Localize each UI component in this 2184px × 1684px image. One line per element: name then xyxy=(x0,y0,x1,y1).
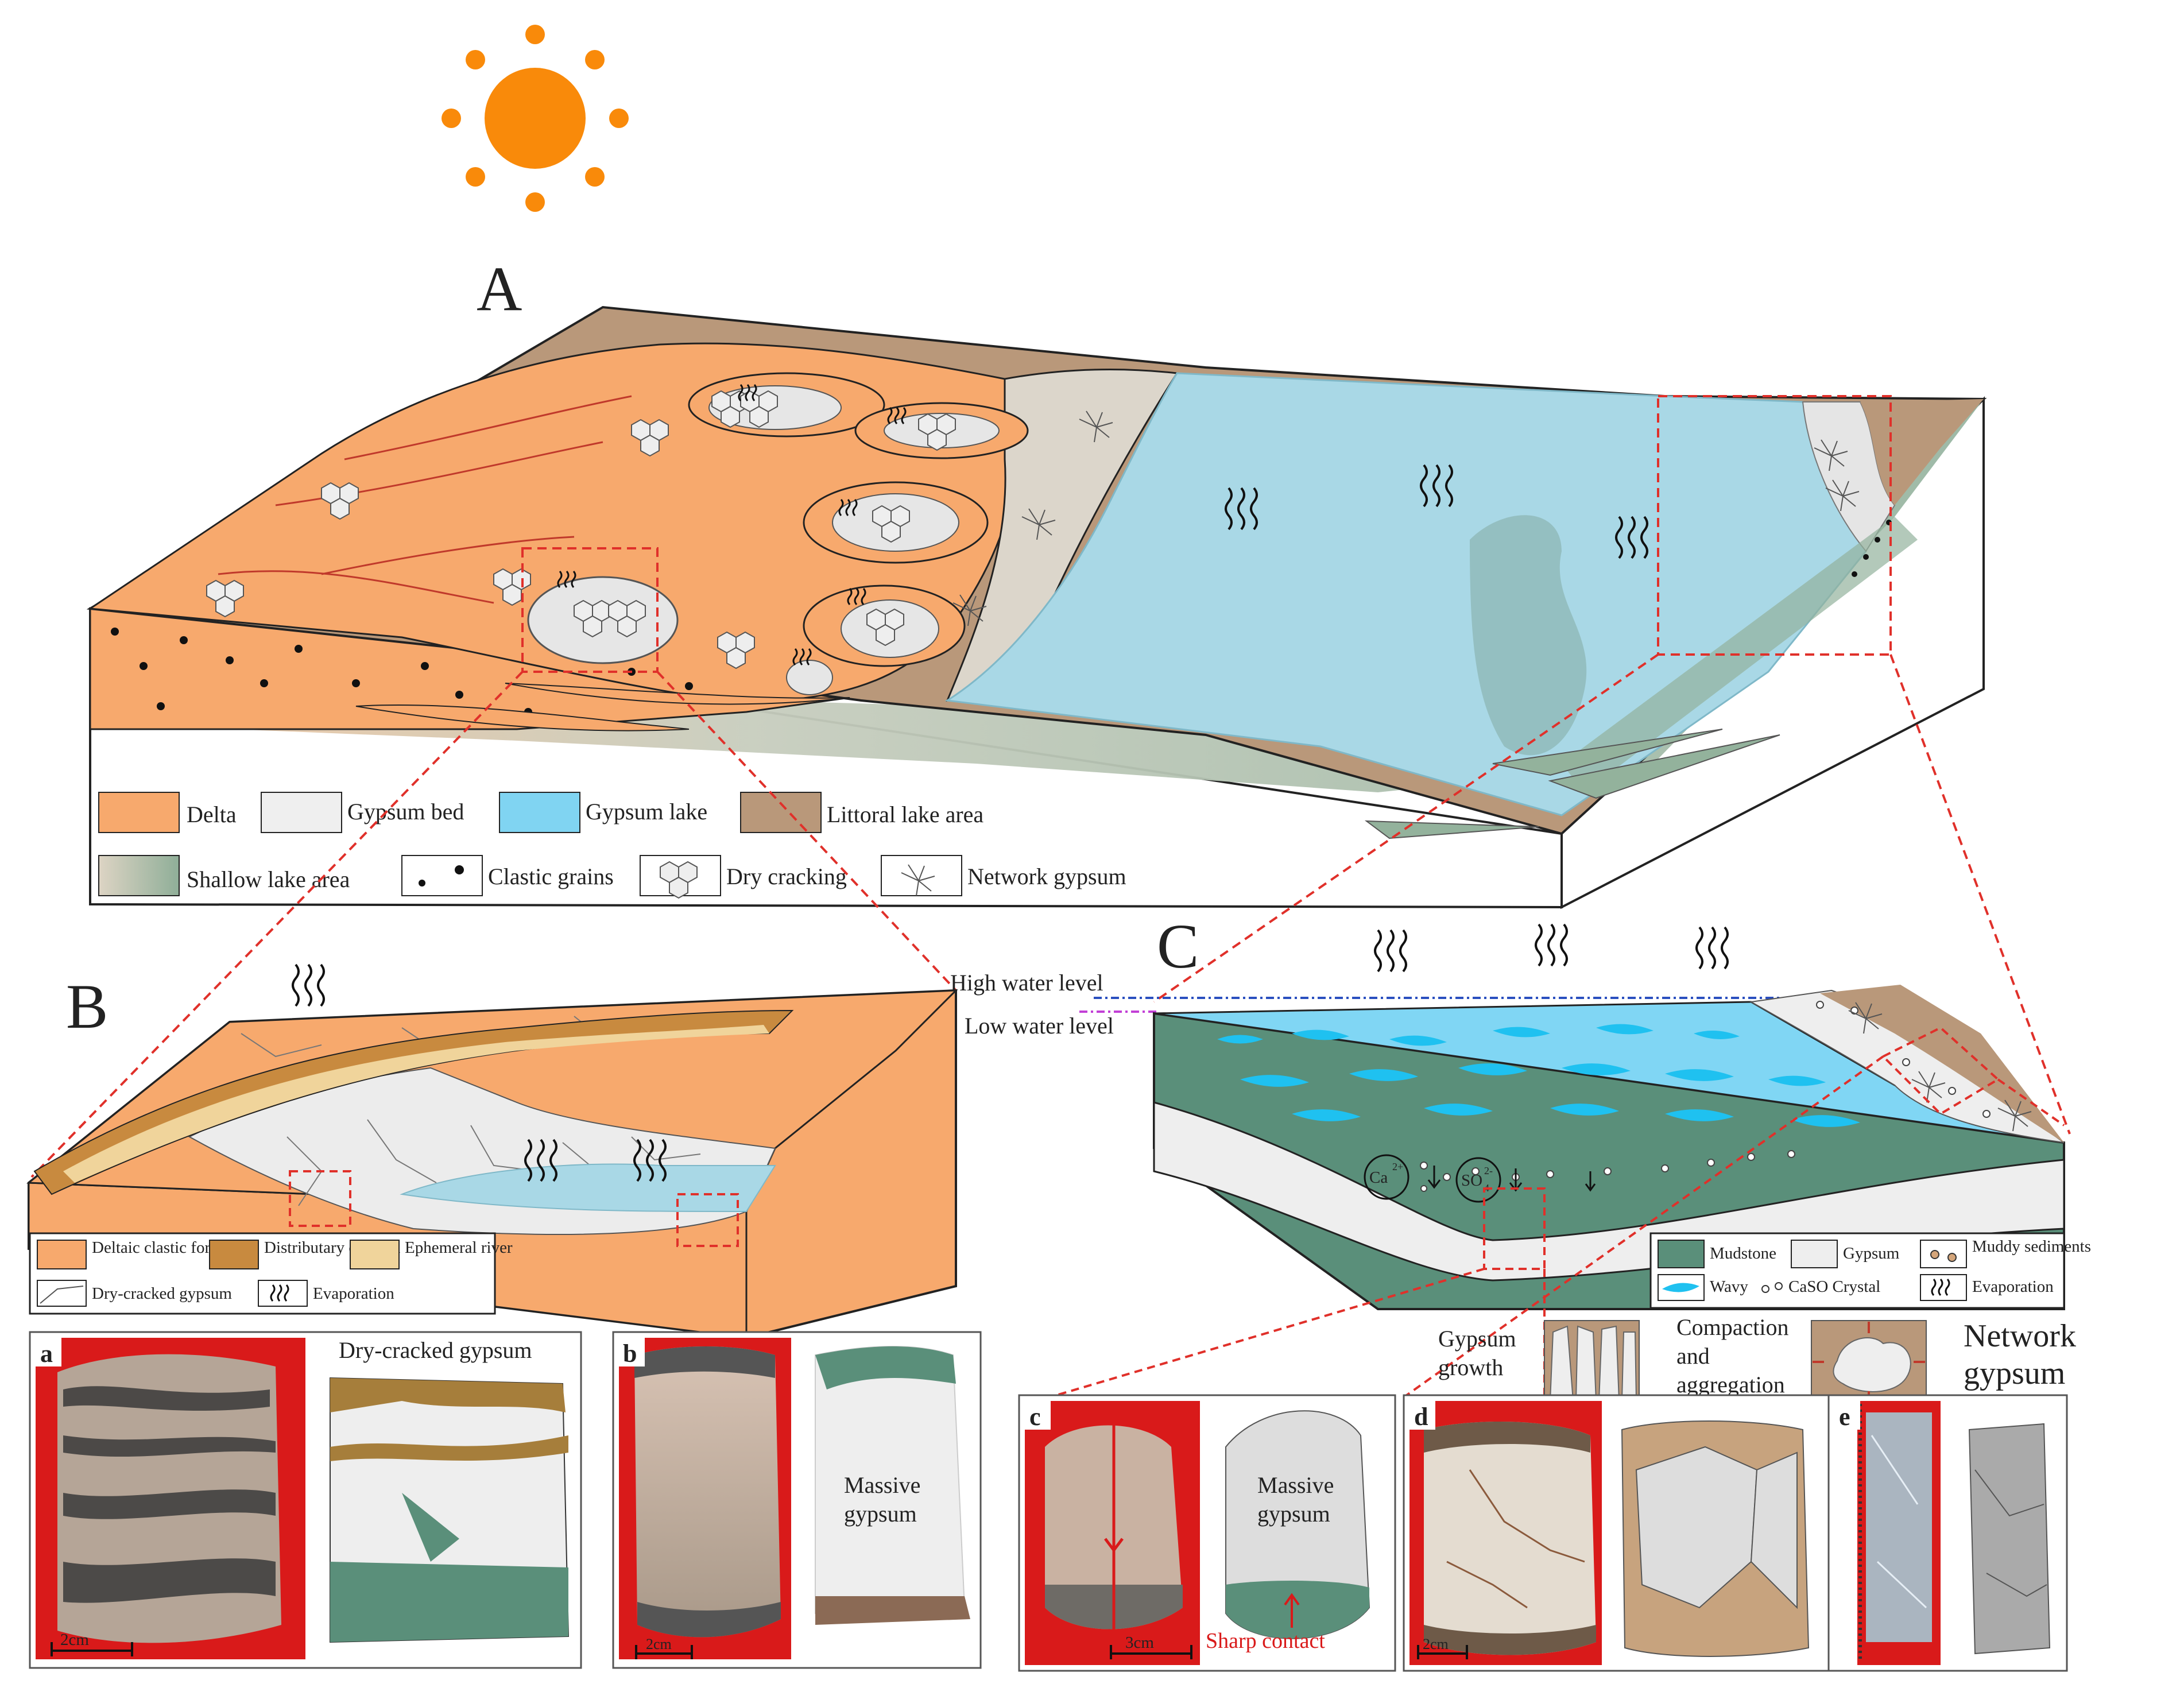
photo-b-letter: b xyxy=(623,1340,637,1368)
photo-c-contact: Sharp contact xyxy=(1206,1629,1325,1653)
process-row: Gypsum growth Compaction and aggregation… xyxy=(1438,1314,2076,1404)
zoom-lines-c xyxy=(1056,1055,2065,1396)
photo-e-letter: e xyxy=(1839,1403,1850,1431)
ion-ca: Ca xyxy=(1369,1168,1388,1187)
legend-b-evaporation: Evaporation xyxy=(313,1284,394,1303)
legend-network: Network gypsum xyxy=(967,864,1126,889)
photo-c-scale: 3cm xyxy=(1125,1633,1154,1652)
legend-shallow: Shallow lake area xyxy=(187,866,350,892)
photo-panel-c: 3cm c Massive gypsum Sharp contact xyxy=(1018,1394,1396,1672)
high-water-label: High water level xyxy=(950,970,1103,996)
legend-a: Delta Gypsum bed Gypsum lake Littoral la… xyxy=(98,792,1126,899)
zoom-lines xyxy=(30,653,2071,1178)
photo-b-scale: 2cm xyxy=(646,1636,672,1652)
process-network-1: Network xyxy=(1964,1318,2076,1354)
photo-b-text-1: Massive xyxy=(844,1472,920,1498)
process-compaction-2: and xyxy=(1676,1343,1710,1369)
legend-b: Deltaic clastic formation Distributary c… xyxy=(29,1232,513,1315)
legend-b-ephemeral: Ephemeral river xyxy=(405,1238,513,1257)
photo-b-text-2: gypsum xyxy=(844,1501,917,1527)
photo-d-letter: d xyxy=(1414,1403,1428,1431)
photo-panel-b: 2cm b Massive gypsum xyxy=(612,1331,982,1669)
photo-d-scale: 2cm xyxy=(1423,1636,1449,1652)
ion-ca-charge: 2+ xyxy=(1392,1161,1403,1172)
legend-c-gypsum: Gypsum xyxy=(1843,1244,1900,1263)
block-diagram-a xyxy=(86,305,1987,909)
photo-a-letter: a xyxy=(40,1340,53,1368)
legend-c-evaporation: Evaporation xyxy=(1972,1277,2054,1296)
panel-label-a: A xyxy=(477,254,522,324)
ion-so: SO xyxy=(1461,1171,1482,1190)
process-growth-2: growth xyxy=(1438,1354,1503,1380)
panel-label-b: B xyxy=(66,971,108,1042)
sun-icon xyxy=(442,25,629,212)
legend-gypsum-lake: Gypsum lake xyxy=(586,799,707,824)
legend-c-mudstone: Mudstone xyxy=(1710,1244,1776,1263)
low-water-label: Low water level xyxy=(965,1013,1114,1039)
legend-clastic: Clastic grains xyxy=(488,864,614,889)
legend-c-wavy: Wavy xyxy=(1710,1277,1748,1296)
process-compaction-3: aggregation xyxy=(1676,1372,1785,1397)
legend-b-dry-cracked: Dry-cracked gypsum xyxy=(92,1284,232,1303)
photo-c-letter: c xyxy=(1029,1403,1041,1431)
legend-c: Mudstone Gypsum Muddy sediments Wavy CaS… xyxy=(1649,1232,2091,1309)
panel-label-c: C xyxy=(1157,911,1199,981)
ion-so-charge: 2- xyxy=(1484,1165,1493,1176)
photo-a-scale: 2cm xyxy=(60,1631,89,1649)
process-network-2: gypsum xyxy=(1964,1356,2065,1391)
legend-delta: Delta xyxy=(187,802,237,827)
legend-c-muddy: Muddy sediments xyxy=(1972,1237,2091,1256)
legend-littoral: Littoral lake area xyxy=(827,802,983,827)
photo-panel-e: e xyxy=(1827,1394,2068,1672)
photo-c-text-2: gypsum xyxy=(1257,1501,1330,1527)
legend-gypsum-bed: Gypsum bed xyxy=(347,799,464,824)
process-growth-1: Gypsum xyxy=(1438,1326,1516,1352)
photo-c-text-1: Massive xyxy=(1257,1472,1334,1498)
photo-panel-a: 2cm a Dry-cracked gypsum xyxy=(29,1331,582,1669)
legend-dry: Dry cracking xyxy=(726,864,847,889)
photo-panel-d: 2cm d xyxy=(1403,1394,1830,1672)
legend-c-caso: CaSO Crystal xyxy=(1788,1277,1880,1296)
process-compaction-1: Compaction xyxy=(1676,1314,1789,1340)
photo-a-title: Dry-cracked gypsum xyxy=(339,1337,532,1363)
